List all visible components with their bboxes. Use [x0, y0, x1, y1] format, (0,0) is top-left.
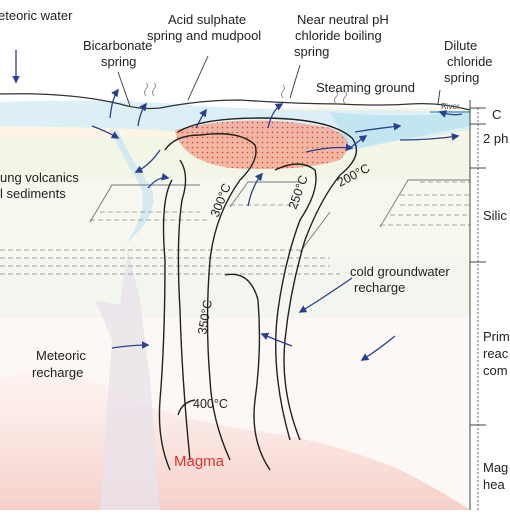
- steam-marks: [144, 82, 347, 105]
- arrow-cold-gw: [298, 277, 353, 313]
- flow-arrows: [12, 50, 463, 361]
- label-meteoric-water: eteoric water: [0, 8, 73, 23]
- arrow-right-recharge: [260, 332, 293, 347]
- arrow-side-down: [147, 172, 170, 189]
- arrow-bicarbonate-down: [91, 125, 120, 139]
- fault-lines: [89, 179, 470, 253]
- label-cold-groundwater-1: cold groundwater: [350, 264, 450, 279]
- isotherm-200: [177, 117, 358, 441]
- isotherm-inner-a: [158, 179, 173, 471]
- label-acid-sulphate-1: Acid sulphate: [168, 12, 246, 27]
- arrow-steaming: [349, 135, 368, 149]
- label-magma: Magma: [174, 453, 225, 470]
- ground-surface: [0, 93, 471, 111]
- label-cold-groundwater-2: recharge: [354, 280, 405, 295]
- isotherm-400: [177, 399, 196, 416]
- label-dilute-1: Dilute: [444, 38, 477, 53]
- arrow-bicarbonate-up: [109, 88, 119, 119]
- zone-label-4b: reac: [483, 346, 509, 361]
- two-phase-dots: [175, 120, 348, 169]
- isotherm-350: [224, 273, 271, 471]
- label-steaming-ground: Steaming ground: [316, 80, 415, 95]
- isotherm-300: [164, 133, 257, 461]
- label-neutral-2: chloride boiling: [295, 28, 382, 43]
- zone-label-3: Silic: [483, 208, 507, 223]
- label-bicarbonate-1: Bicarbonate: [83, 38, 152, 53]
- arrow-outflow-b: [399, 133, 460, 141]
- label-neutral-3: spring: [294, 44, 329, 59]
- isotherm-inner-b: [177, 159, 191, 461]
- arrow-neutral-spring: [267, 103, 284, 129]
- leader-lines: [117, 55, 441, 107]
- arrow-meteoric-recharge: [111, 341, 150, 349]
- label-acid-sulphate-2: spring and mudpool: [147, 28, 261, 43]
- arrow-cold-gw-b: [360, 335, 396, 361]
- label-volcanics-2: l sediments: [0, 186, 66, 201]
- arrow-boil-a: [305, 143, 354, 153]
- isotherm-label-400: 400°C: [193, 397, 228, 411]
- label-dilute-2: chloride: [447, 54, 493, 69]
- label-river: River: [441, 102, 460, 111]
- label-dilute-3: spring: [444, 70, 479, 85]
- label-neutral-1: Near neutral pH: [297, 12, 389, 27]
- isotherm-lines: [158, 117, 358, 471]
- isotherm-250: [274, 163, 317, 441]
- zone-column: [469, 100, 486, 510]
- zone-label-5a: Mag: [483, 460, 508, 475]
- arrow-outflow-a: [354, 122, 402, 133]
- label-volcanics-1: ung volcanics: [0, 170, 79, 185]
- arrow-river: [438, 110, 463, 118]
- bicarbonate-plume: [110, 130, 154, 245]
- label-bicarbonate-2: spring: [101, 54, 136, 69]
- zone-label-4a: Prim: [483, 329, 510, 344]
- label-meteoric-recharge-1: Meteoric: [36, 348, 86, 363]
- zone-label-1: C: [492, 107, 501, 122]
- arrow-spring-up: [137, 102, 147, 127]
- zone-label-5b: hea: [483, 477, 505, 492]
- zone-label-2: 2 ph: [483, 131, 508, 146]
- arrow-upflow-center: [247, 172, 263, 207]
- arrow-left-down: [134, 149, 161, 173]
- label-meteoric-recharge-2: recharge: [32, 365, 83, 380]
- zone-label-4c: com: [483, 363, 508, 378]
- strata-dashes: [0, 181, 470, 275]
- magma-dyke: [95, 250, 160, 510]
- isotherm-label-350: 350°C: [195, 299, 215, 336]
- arrow-acid-spring: [195, 108, 207, 129]
